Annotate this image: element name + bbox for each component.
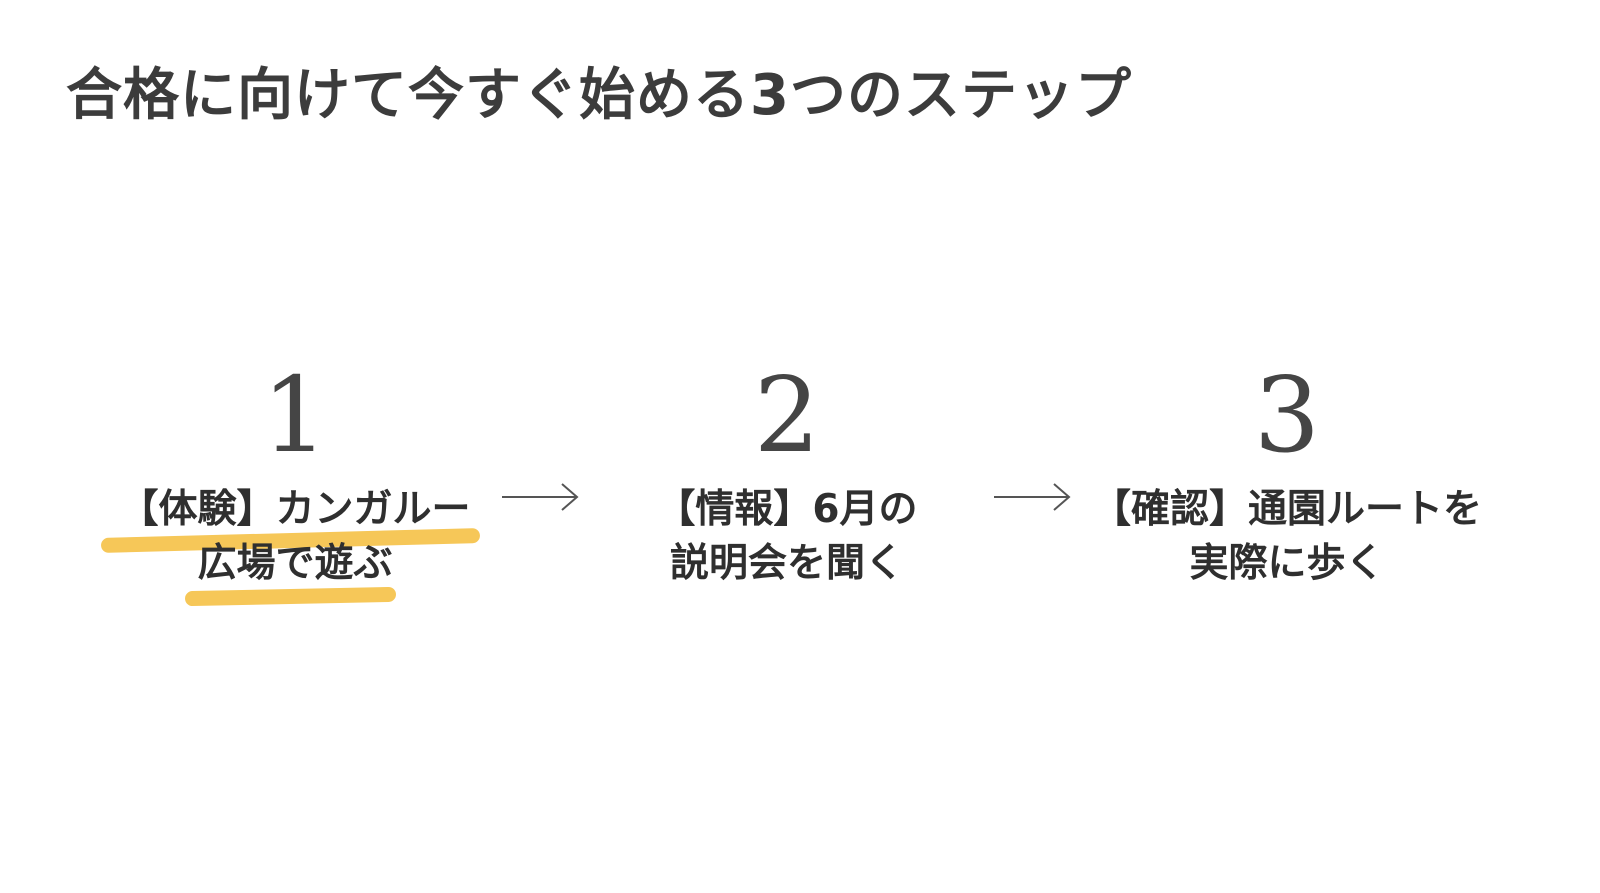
step-label-line: 広場で遊ぶ: [185, 537, 397, 607]
step-label-line: 【確認】通園ルートを: [1091, 487, 1482, 532]
step-label: 【確認】通園ルートを 実際に歩く: [1072, 483, 1502, 591]
step-number: 1: [261, 354, 329, 476]
step-label-text: 【体験】カンガルー: [119, 487, 471, 532]
step-label-line: 【情報】6月の: [656, 487, 918, 532]
step-label-line: 説明会を聞く: [669, 541, 904, 586]
step-label-line: 実際に歩く: [1189, 541, 1385, 586]
step-1: 1 【体験】カンガルー 広場で遊ぶ: [80, 354, 510, 607]
step-label-text: 広場で遊ぶ: [197, 541, 393, 586]
step-number: 2: [753, 354, 821, 476]
step-number: 3: [1253, 354, 1321, 476]
highlight-stroke: [185, 586, 397, 607]
step-label: 【体験】カンガルー 広場で遊ぶ: [80, 483, 510, 607]
step-2: 2 【情報】6月の 説明会を聞く: [572, 355, 1002, 591]
step-3: 3 【確認】通園ルートを 実際に歩く: [1072, 355, 1502, 591]
step-label-line: 【体験】カンガルー: [101, 483, 481, 553]
step-label: 【情報】6月の 説明会を聞く: [572, 483, 1002, 591]
right-arrow-icon: [992, 480, 1072, 514]
right-arrow-icon: [500, 480, 580, 514]
slide-title: 合格に向けて今すぐ始める3つのステップ: [66, 63, 1132, 128]
